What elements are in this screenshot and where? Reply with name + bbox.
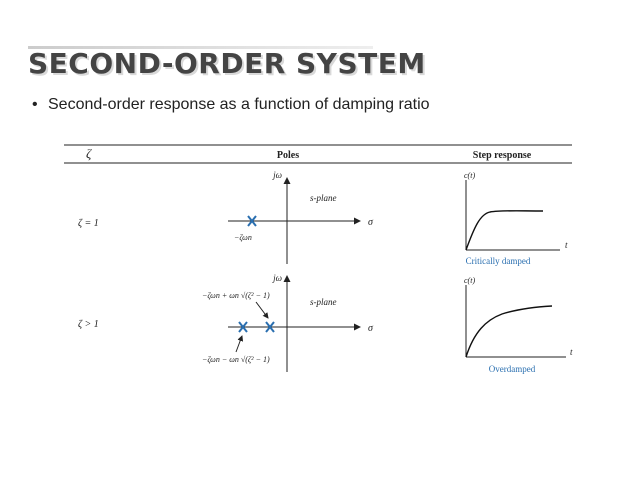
row2-pole-marker-near — [265, 321, 275, 333]
row1-caption: Critically damped — [466, 256, 531, 266]
row2-time-axis-label: t — [570, 347, 573, 357]
row2-jw-label: jω — [272, 273, 282, 283]
row1-zeta-label: ζ = 1 — [78, 218, 99, 229]
slide-title: SECOND-ORDER SYSTEM — [28, 47, 426, 80]
row2-pole-arrow-bottom — [235, 335, 244, 353]
row2-pole-marker-far — [238, 321, 248, 333]
header-step-response: Step response — [473, 150, 532, 161]
row1-pole-label: −ζωn — [234, 233, 252, 242]
row1-sigma-label: σ — [368, 217, 374, 228]
bullet-marker: • — [32, 96, 38, 113]
header-zeta: ζ — [86, 146, 92, 161]
bullet-text: Second-order response as a function of d… — [48, 96, 430, 113]
row-overdamped: ζ > 1 jω s-plane σ −ζωn + ωn √(ζ² − 1) −… — [78, 273, 573, 374]
row1-response-axis-label: c(t) — [464, 171, 475, 180]
row1-s-plane-label: s-plane — [310, 193, 337, 203]
row2-response-axis-label: c(t) — [464, 276, 475, 285]
row2-s-plane-label: s-plane — [310, 297, 337, 307]
row2-caption: Overdamped — [489, 364, 536, 374]
header-poles: Poles — [277, 150, 299, 161]
row1-step-response-curve — [465, 210, 544, 251]
row2-zeta-label: ζ > 1 — [78, 319, 99, 330]
row1-double-pole-marker — [247, 215, 257, 227]
row1-time-axis-label: t — [565, 240, 568, 250]
title-accent-bar — [28, 46, 373, 49]
row-critically-damped: ζ = 1 jω s-plane σ −ζωn c(t) t Criticall… — [78, 170, 568, 266]
row1-jw-label: jω — [272, 170, 282, 180]
row2-sigma-label: σ — [368, 323, 374, 334]
row2-pole-label-bottom: −ζωn − ωn √(ζ² − 1) — [202, 355, 270, 364]
row2-pole-arrow-top — [255, 301, 269, 319]
row2-step-response-curve — [465, 305, 553, 358]
row2-pole-label-top: −ζωn + ωn √(ζ² − 1) — [202, 291, 270, 300]
bullet-item: • Second-order response as a function of … — [32, 95, 430, 114]
